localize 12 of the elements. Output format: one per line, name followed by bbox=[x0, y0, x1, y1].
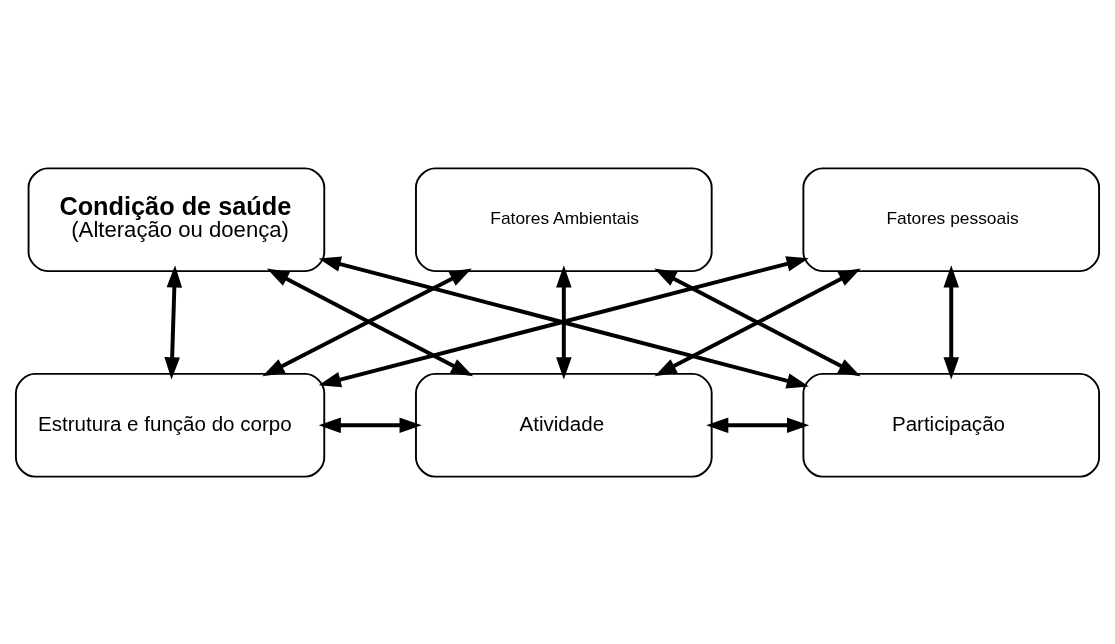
node-box: Condição de saúde (Alteração ou doença) bbox=[27, 166, 326, 272]
arrow bbox=[706, 417, 810, 433]
arrow bbox=[556, 264, 572, 379]
node-box: Participação bbox=[802, 372, 1101, 478]
node-box: Estrutura e função do corpo bbox=[14, 372, 326, 478]
node-box: Atividade bbox=[415, 372, 713, 478]
arrow bbox=[943, 264, 959, 379]
node-box: Fatores Ambientais bbox=[415, 166, 713, 272]
node-box: Fatores pessoais bbox=[802, 166, 1101, 272]
arrow bbox=[654, 268, 861, 376]
arrow bbox=[318, 417, 422, 433]
arrow bbox=[164, 264, 183, 379]
